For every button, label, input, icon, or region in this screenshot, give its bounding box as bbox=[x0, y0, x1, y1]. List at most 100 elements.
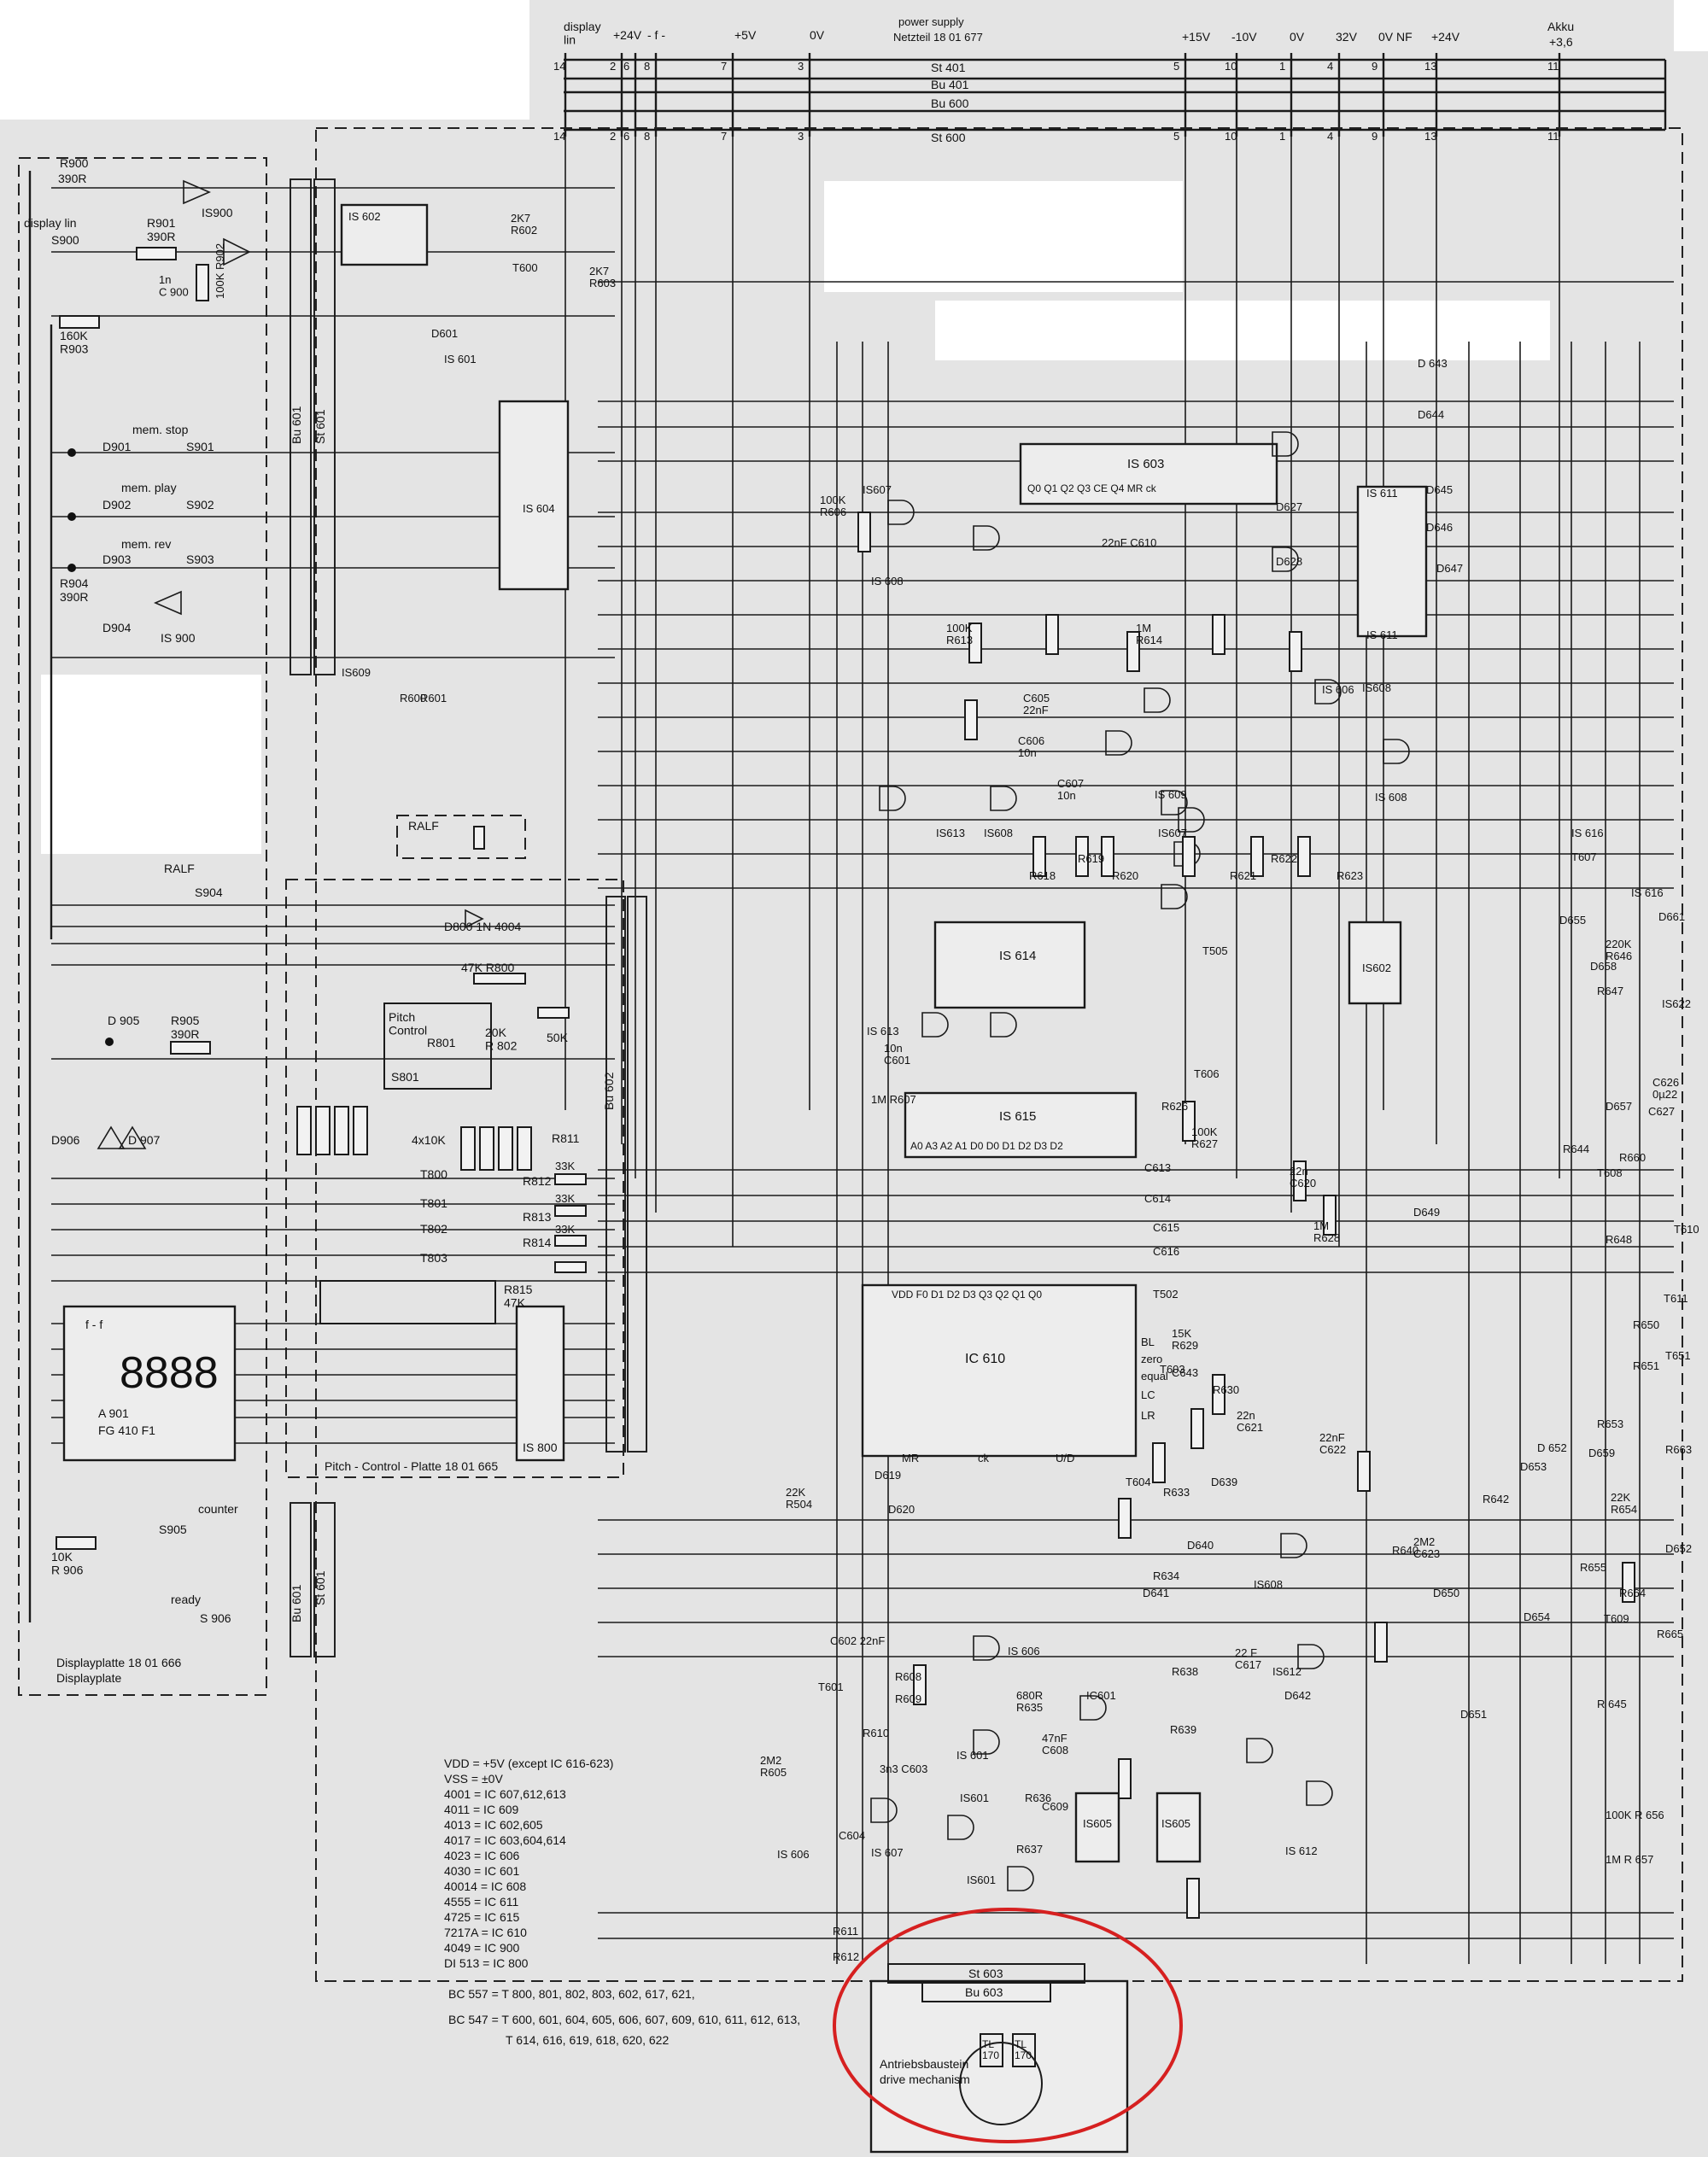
main-board-outline bbox=[315, 127, 1683, 1982]
component-label-d641: D641 bbox=[1143, 1587, 1169, 1599]
header-f-f: - f - bbox=[647, 28, 665, 42]
bus-pin-number: 9 bbox=[1372, 60, 1378, 73]
logic-gate bbox=[1144, 687, 1171, 713]
component-label-ck: ck bbox=[978, 1452, 990, 1464]
component-label-is607a: IS607 bbox=[863, 483, 892, 496]
component-label-d651: D651 bbox=[1460, 1708, 1487, 1721]
is605a-chip bbox=[1074, 1792, 1120, 1863]
logic-gate bbox=[973, 1729, 1000, 1755]
component-label-d601: D601 bbox=[431, 327, 458, 340]
drive-label-en: drive mechanism bbox=[880, 2072, 970, 2086]
counter-label: counter bbox=[198, 1502, 238, 1516]
fg-label: FG 410 F1 bbox=[98, 1423, 155, 1437]
component-label-is602: IS 602 bbox=[348, 210, 381, 223]
is602-chip bbox=[340, 203, 429, 266]
logic-gate bbox=[1297, 1644, 1325, 1669]
component-label-r610: R610 bbox=[863, 1727, 889, 1739]
component-label-r622: R622 bbox=[1271, 852, 1297, 865]
component-label-r645: R 645 bbox=[1597, 1698, 1627, 1710]
logic-gate bbox=[870, 1798, 898, 1823]
s903-label: S903 bbox=[186, 552, 214, 566]
resistor-symbol bbox=[1297, 836, 1311, 877]
component-label-d643: D 643 bbox=[1418, 357, 1448, 370]
component-label-is611b: IS 611 bbox=[1366, 628, 1398, 641]
bus-pin-number: 8 bbox=[644, 60, 650, 73]
component-label-r637: R637 bbox=[1016, 1843, 1043, 1856]
resistor-symbol bbox=[1152, 1442, 1166, 1483]
bus-pin-number: 1 bbox=[1279, 60, 1285, 73]
bus-pin-number: 10 bbox=[1225, 60, 1237, 73]
connector-bu601-st601 bbox=[290, 178, 336, 1657]
component-label-c613: C613 bbox=[1144, 1161, 1171, 1174]
component-label-is622: IS622 bbox=[1662, 997, 1691, 1010]
bus-pin-number: 7 bbox=[721, 130, 727, 143]
bus-pin-number: 4 bbox=[1327, 60, 1333, 73]
is615-label: IS 615 bbox=[999, 1109, 1036, 1124]
header-24v: +24V bbox=[613, 28, 642, 42]
component-label-r664: R664 bbox=[1619, 1587, 1646, 1599]
component-label-d642: D642 bbox=[1284, 1689, 1311, 1702]
pitch-board-title: Pitch - Control - Platte 18 01 665 bbox=[325, 1459, 498, 1473]
display-a901 bbox=[62, 1305, 237, 1462]
pitch-board bbox=[296, 826, 587, 1462]
bus-pin-number: 2 bbox=[610, 60, 616, 73]
mem-stop-label: mem. stop bbox=[132, 423, 189, 436]
component-label-t600: T600 bbox=[512, 261, 538, 274]
connector-st600: St 600 bbox=[931, 131, 966, 144]
logic-gate bbox=[1246, 1738, 1273, 1763]
resistor-symbol bbox=[1323, 1195, 1337, 1236]
label-st601: St 601 bbox=[313, 409, 327, 444]
logic-gate bbox=[1178, 807, 1205, 833]
component-label-r633: R633 bbox=[1163, 1486, 1190, 1499]
component-label-r620: R620 bbox=[1112, 869, 1138, 882]
connector-bu602 bbox=[605, 896, 647, 1453]
r900-value: 390R bbox=[58, 172, 86, 185]
component-label-is613b: IS 613 bbox=[867, 1025, 899, 1038]
component-label-r626: R626 bbox=[1161, 1100, 1188, 1113]
component-label-r647: R647 bbox=[1597, 985, 1623, 997]
ralf-relay-label: RALF bbox=[408, 819, 439, 833]
mem-rev-label: mem. rev bbox=[121, 537, 171, 551]
component-label-d653: D653 bbox=[1520, 1460, 1547, 1473]
logic-gate bbox=[1280, 1533, 1307, 1558]
resistor-symbol bbox=[1212, 1374, 1225, 1415]
bus-pin-number: 14 bbox=[553, 130, 565, 143]
header-akku-v: +3,6 bbox=[1549, 35, 1573, 49]
legend-line-13: 4049 = IC 900 bbox=[444, 1941, 520, 1955]
is603-label: IS 603 bbox=[1127, 457, 1164, 471]
component-label-d619: D619 bbox=[874, 1469, 901, 1482]
resistor-symbol bbox=[1357, 1451, 1371, 1492]
component-label-is607c: IS 607 bbox=[871, 1846, 904, 1859]
component-label-r657: 1M R 657 bbox=[1606, 1853, 1653, 1866]
logic-gate bbox=[921, 1012, 949, 1038]
resistor-symbol bbox=[1032, 836, 1046, 877]
component-label-equal: equal bbox=[1141, 1370, 1168, 1382]
component-label-t603: T603 bbox=[1160, 1363, 1185, 1376]
d904-label: D904 bbox=[102, 621, 132, 634]
bus-pin-number: 3 bbox=[798, 130, 804, 143]
legend-line-12: 7217A = IC 610 bbox=[444, 1926, 527, 1939]
component-label-ic601: IC601 bbox=[1086, 1689, 1116, 1702]
r811-label: R811 bbox=[552, 1131, 580, 1145]
logic-gate bbox=[887, 500, 915, 525]
component-label-c604: C604 bbox=[839, 1829, 865, 1842]
t801-label: T801 bbox=[420, 1196, 447, 1210]
label-st601b: St 601 bbox=[313, 1570, 327, 1605]
resistor-symbol bbox=[1289, 631, 1302, 672]
header-0vnf: 0V NF bbox=[1378, 30, 1413, 44]
component-label-r663: R663 bbox=[1665, 1443, 1692, 1456]
is800-label: IS 800 bbox=[523, 1441, 558, 1454]
logic-gate bbox=[973, 525, 1000, 551]
s904-label: S904 bbox=[195, 886, 223, 899]
r904-value: 390R bbox=[60, 590, 88, 604]
component-label-c643: C643 bbox=[1172, 1366, 1198, 1379]
display-board-title-en: Displayplate bbox=[56, 1671, 121, 1685]
resistor-symbol bbox=[1374, 1622, 1388, 1663]
component-label-t502: T502 bbox=[1153, 1288, 1179, 1301]
resistor-symbol bbox=[1118, 1498, 1132, 1539]
